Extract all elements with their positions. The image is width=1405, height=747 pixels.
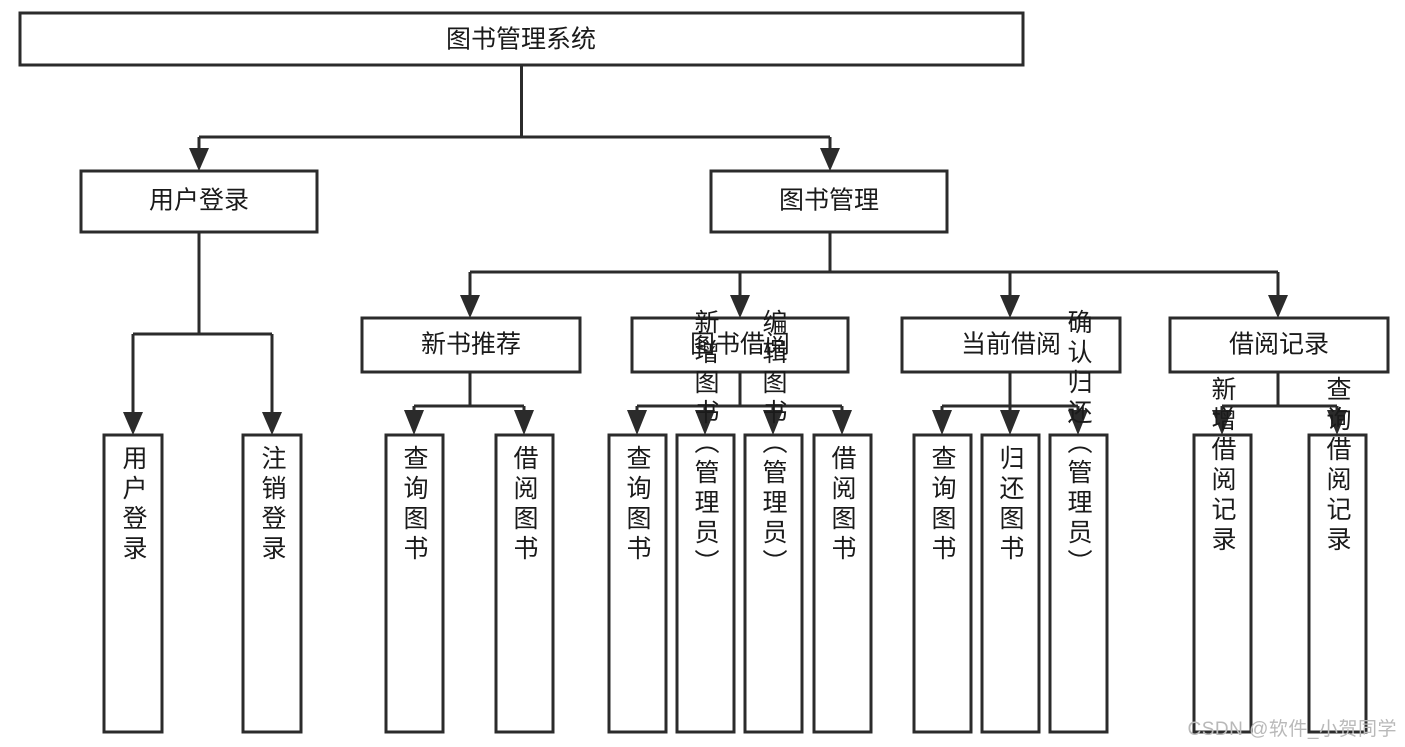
arrowhead-borrow-record: [1268, 295, 1288, 318]
arrowhead-book-manage: [820, 148, 840, 171]
arrowhead-leaf-cur-return: [1000, 410, 1020, 435]
node-leaf-rec-add-label: 新增借阅记录: [1208, 376, 1237, 556]
node-leaf-user-logout[interactable]: 注销登录: [241, 433, 303, 734]
node-user-login-label: 用户登录: [149, 187, 249, 215]
node-current-borrow[interactable]: 当前借阅: [900, 316, 1122, 374]
node-leaf-rec-query-box[interactable]: [384, 433, 445, 734]
node-leaf-rec-borrow-label: 借阅图书: [510, 445, 539, 565]
node-borrow-record-label: 借阅记录: [1229, 331, 1329, 359]
node-book-manage[interactable]: 图书管理: [709, 169, 949, 234]
arrowhead-user-login: [189, 148, 209, 171]
arrowhead-leaf-borrow-add: [695, 410, 715, 435]
node-leaf-cur-confirm-box[interactable]: [1048, 433, 1109, 734]
node-new-book-rec-label: 新书推荐: [421, 331, 521, 359]
node-leaf-cur-confirm[interactable]: 确认归还（管理员）: [1048, 309, 1109, 734]
node-book-borrow-label: 图书借阅: [690, 331, 790, 359]
node-book-borrow[interactable]: 图书借阅: [630, 316, 850, 374]
node-leaf-cur-query-box[interactable]: [912, 433, 973, 734]
node-leaf-rec-borrow[interactable]: 借阅图书: [494, 433, 555, 734]
node-leaf-borrow-edit[interactable]: 编辑图书（管理员）: [743, 309, 804, 734]
connector-group-book-borrow: [627, 372, 852, 435]
node-leaf-rec-search-label: 查询借阅记录: [1323, 376, 1352, 556]
connector-group-root: [189, 65, 840, 171]
node-leaf-borrow-lend-box[interactable]: [812, 433, 873, 734]
arrowhead-leaf-borrow-lend: [832, 410, 852, 435]
node-book-manage-label: 图书管理: [779, 187, 879, 215]
connector-group-current-borrow: [932, 372, 1088, 435]
node-borrow-record-box[interactable]: [1168, 316, 1390, 374]
node-leaf-borrow-lend-label: 借阅图书: [828, 445, 857, 565]
node-leaf-cur-query[interactable]: 查询图书: [912, 433, 973, 734]
node-new-book-rec[interactable]: 新书推荐: [360, 316, 582, 374]
arrowhead-leaf-borrow-query: [627, 410, 647, 435]
node-leaf-cur-return-box[interactable]: [980, 433, 1041, 734]
node-borrow-record[interactable]: 借阅记录: [1168, 316, 1390, 374]
arrowhead-leaf-rec-borrow: [514, 410, 534, 435]
node-leaf-rec-borrow-box[interactable]: [494, 433, 555, 734]
node-leaf-borrow-add[interactable]: 新增图书（管理员）: [675, 309, 736, 734]
node-leaf-rec-query[interactable]: 查询图书: [384, 433, 445, 734]
node-leaf-user-login-box[interactable]: [102, 433, 164, 734]
node-book-borrow-box[interactable]: [630, 316, 850, 374]
arrowhead-leaf-borrow-edit: [763, 410, 783, 435]
node-leaf-rec-query-label: 查询图书: [400, 445, 429, 565]
node-user-login-box[interactable]: [79, 169, 319, 234]
arrowhead-leaf-cur-query: [932, 410, 952, 435]
node-current-borrow-label: 当前借阅: [961, 331, 1061, 359]
node-user-login[interactable]: 用户登录: [79, 169, 319, 234]
arrowhead-leaf-user-logout: [262, 412, 282, 435]
node-leaf-borrow-add-box[interactable]: [675, 433, 736, 734]
arrowhead-leaf-rec-add: [1212, 410, 1232, 435]
node-leaf-user-login[interactable]: 用户登录: [102, 433, 164, 734]
arrowhead-leaf-rec-search: [1327, 410, 1347, 435]
node-leaf-user-logout-box[interactable]: [241, 433, 303, 734]
node-leaf-cur-return-label: 归还图书: [996, 445, 1025, 565]
arrowhead-leaf-rec-query: [404, 410, 424, 435]
node-book-manage-box[interactable]: [709, 169, 949, 234]
node-leaf-cur-query-label: 查询图书: [928, 445, 957, 565]
connector-group-book-manage: [460, 232, 1288, 318]
connector-group-borrow-record: [1212, 372, 1347, 435]
arrowhead-current-borrow: [1000, 295, 1020, 318]
node-leaf-rec-add[interactable]: 新增借阅记录: [1192, 376, 1253, 734]
arrowhead-new-book-rec: [460, 295, 480, 318]
node-leaf-user-login-label: 用户登录: [119, 445, 148, 565]
node-leaf-borrow-query[interactable]: 查询图书: [607, 433, 668, 734]
node-leaf-rec-add-box[interactable]: [1192, 433, 1253, 734]
connector-group-new-book-rec: [404, 372, 534, 435]
arrowhead-leaf-cur-confirm: [1068, 410, 1088, 435]
node-leaf-borrow-lend[interactable]: 借阅图书: [812, 433, 873, 734]
node-leaf-borrow-edit-box[interactable]: [743, 433, 804, 734]
node-leaf-borrow-add-label: 新增图书（管理员）: [691, 309, 720, 579]
node-leaf-user-logout-label: 注销登录: [258, 445, 287, 565]
node-leaf-rec-search-box[interactable]: [1307, 433, 1368, 734]
node-leaf-borrow-query-label: 查询图书: [623, 445, 652, 565]
node-root-box[interactable]: [18, 11, 1025, 67]
node-root-label: 图书管理系统: [446, 26, 596, 54]
connector-group-user-login: [123, 232, 282, 435]
node-root[interactable]: 图书管理系统: [18, 11, 1025, 67]
node-leaf-cur-return[interactable]: 归还图书: [980, 433, 1041, 734]
arrowhead-book-borrow: [730, 295, 750, 318]
node-new-book-rec-box[interactable]: [360, 316, 582, 374]
node-leaf-borrow-edit-label: 编辑图书（管理员）: [759, 309, 788, 579]
node-leaf-cur-confirm-label: 确认归还（管理员）: [1064, 309, 1093, 579]
node-leaf-borrow-query-box[interactable]: [607, 433, 668, 734]
node-leaf-rec-search[interactable]: 查询借阅记录: [1307, 376, 1368, 734]
node-current-borrow-box[interactable]: [900, 316, 1122, 374]
arrowhead-leaf-user-login: [123, 412, 143, 435]
